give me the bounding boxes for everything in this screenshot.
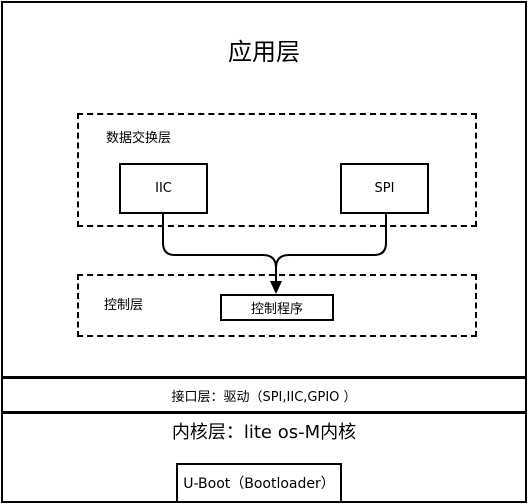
uboot-box: U-Boot（Bootloader） bbox=[176, 463, 342, 503]
kernel-layer-title: 内核层：lite os-M内核 bbox=[171, 422, 357, 443]
spi-label: SPI bbox=[374, 181, 395, 196]
data-exchange-layer-label: 数据交换层 bbox=[106, 131, 172, 146]
interface-layer-label: 接口层：驱动（SPI,IIC,GPIO ） bbox=[171, 389, 357, 405]
interface-layer-box: 接口层：驱动（SPI,IIC,GPIO ） bbox=[1, 377, 527, 413]
iic-box: IIC bbox=[119, 163, 208, 214]
control-program-box: 控制程序 bbox=[220, 294, 334, 321]
control-layer-label: 控制层 bbox=[104, 298, 144, 313]
iic-label: IIC bbox=[155, 181, 172, 196]
application-layer-title: 应用层 bbox=[228, 38, 300, 66]
spi-box: SPI bbox=[340, 163, 429, 214]
uboot-label: U-Boot（Bootloader） bbox=[183, 476, 335, 492]
control-program-label: 控制程序 bbox=[250, 302, 303, 317]
